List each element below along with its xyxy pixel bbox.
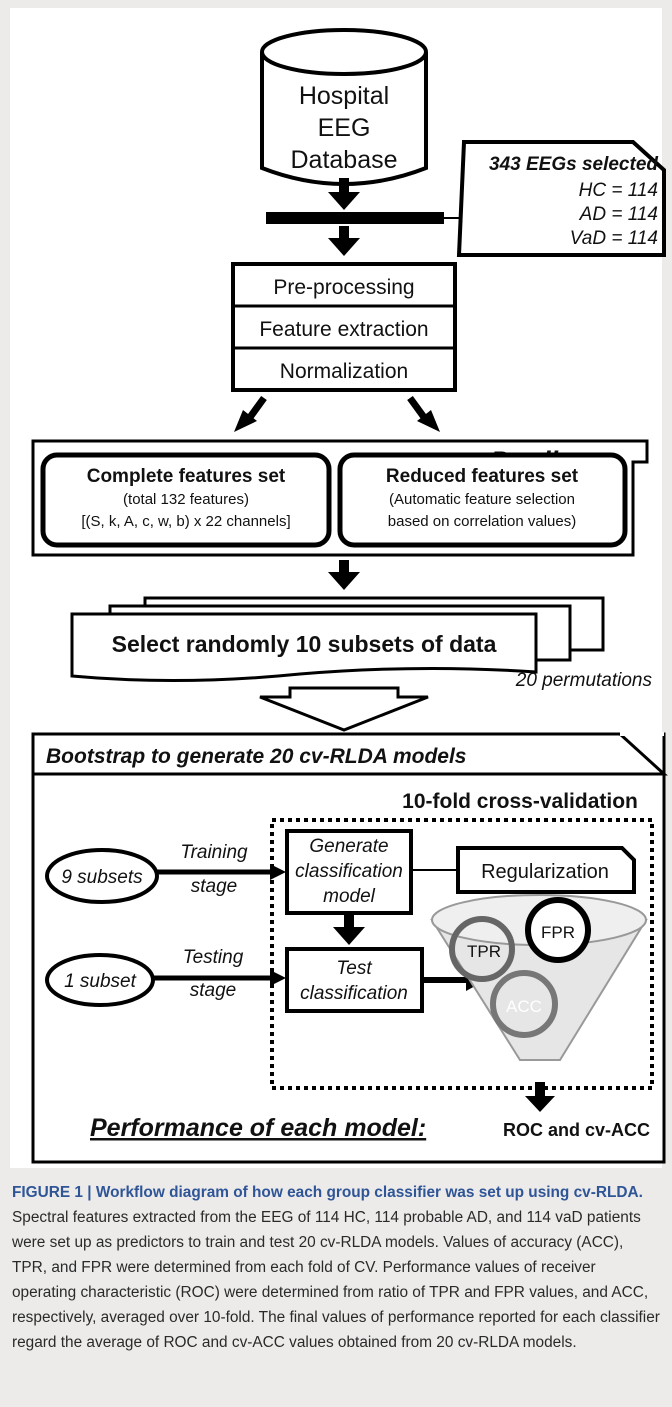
generate-model-2: classification <box>295 861 403 882</box>
arrow-db-to-filter <box>328 178 360 210</box>
step-feature-extraction: Feature extraction <box>259 318 428 341</box>
complete-set-formula: [(S, k, A, c, w, b) x 22 channels] <box>81 513 290 530</box>
regularization-label: Regularization <box>481 861 609 883</box>
caption-lead: FIGURE 1 | Workflow diagram of how each … <box>12 1184 643 1201</box>
pipeline-box: Pre-processing Feature extraction Normal… <box>231 262 457 392</box>
database-label-3: Database <box>290 146 397 174</box>
crossval-frame <box>270 818 654 1090</box>
training-stage-2: stage <box>191 876 237 897</box>
step-preprocessing: Pre-processing <box>273 276 414 299</box>
metric-acc: ACC <box>506 997 542 1016</box>
testing-input-label: 1 subset <box>64 971 137 992</box>
reduced-set-desc-1: (Automatic feature selection <box>389 491 575 508</box>
database-label-2: EEG <box>318 114 371 142</box>
complete-set-title: Complete features set <box>87 466 286 487</box>
test-classification-2: classification <box>300 983 408 1004</box>
database-cylinder: Hospital EEG Database <box>260 28 428 186</box>
arrow-to-performance <box>525 1082 555 1112</box>
metric-tpr: TPR <box>467 942 501 961</box>
bootstrap-label: Bootstrap to generate 20 cv-RLDA models <box>46 745 466 768</box>
testing-stage-2: stage <box>190 980 236 1001</box>
selection-ad: AD = 114 <box>579 204 658 225</box>
performance-value: ROC and cv-ACC <box>503 1120 650 1140</box>
complete-set-count: (total 132 features) <box>123 491 249 508</box>
tpr-circle <box>449 916 515 982</box>
test-classification-1: Test <box>336 958 372 979</box>
database-label-1: Hospital <box>299 82 389 110</box>
arrow-to-reduced-set <box>407 395 440 432</box>
generate-model-box: Generate classification model <box>285 829 413 915</box>
generate-model-3: model <box>323 886 376 907</box>
fpr-circle <box>525 897 591 963</box>
training-input-label: 9 subsets <box>61 867 143 888</box>
arrow-to-subsets <box>328 560 360 590</box>
selection-vad: VaD = 114 <box>570 228 658 249</box>
complete-features-set: Complete features set (total 132 feature… <box>40 452 332 548</box>
metric-fpr: FPR <box>541 923 575 942</box>
reduced-features-set: Reduced features set (Automatic feature … <box>337 452 628 548</box>
selection-note: 343 EEGs selected HC = 114 AD = 114 VaD … <box>456 140 666 257</box>
training-input: 9 subsets <box>45 848 159 904</box>
subset-stack: Select randomly 10 subsets of data <box>70 596 605 683</box>
performance-label: Performance of each model: <box>90 1114 426 1142</box>
selection-hc: HC = 114 <box>579 180 658 201</box>
test-classification-box: Test classification <box>285 947 424 1013</box>
caption-body: Spectral features extracted from the EEG… <box>12 1209 660 1351</box>
testing-stage-1: Testing <box>183 947 244 968</box>
crossval-label: 10-fold cross-validation <box>402 790 638 813</box>
testing-input: 1 subset <box>45 953 155 1007</box>
step-normalization: Normalization <box>280 360 408 383</box>
arrow-model-to-test <box>333 915 365 945</box>
acc-circle <box>490 970 558 1038</box>
training-stage-1: Training <box>180 842 248 863</box>
arrow-to-complete-set <box>234 395 267 432</box>
generate-model-1: Generate <box>309 836 388 857</box>
metrics-funnel: TPR FPR ACC <box>430 894 648 1061</box>
arrow-to-pipeline <box>328 226 360 256</box>
arrow-training <box>157 864 286 880</box>
selection-title: 343 EEGs selected <box>489 154 658 175</box>
figure-caption: FIGURE 1 | Workflow diagram of how each … <box>12 1180 660 1355</box>
arrow-testing <box>153 970 286 986</box>
permutations-label: 20 permutations <box>515 670 653 691</box>
regularization-box: Regularization <box>456 846 636 894</box>
reduced-set-title: Reduced features set <box>386 466 579 487</box>
hollow-arrow <box>259 686 429 732</box>
subset-label: Select randomly 10 subsets of data <box>112 631 497 657</box>
workflow-diagram: Hospital EEG Database 343 EEGs selected … <box>10 8 668 1168</box>
selection-bar <box>266 212 444 224</box>
reduced-set-desc-2: based on correlation values) <box>388 513 576 530</box>
